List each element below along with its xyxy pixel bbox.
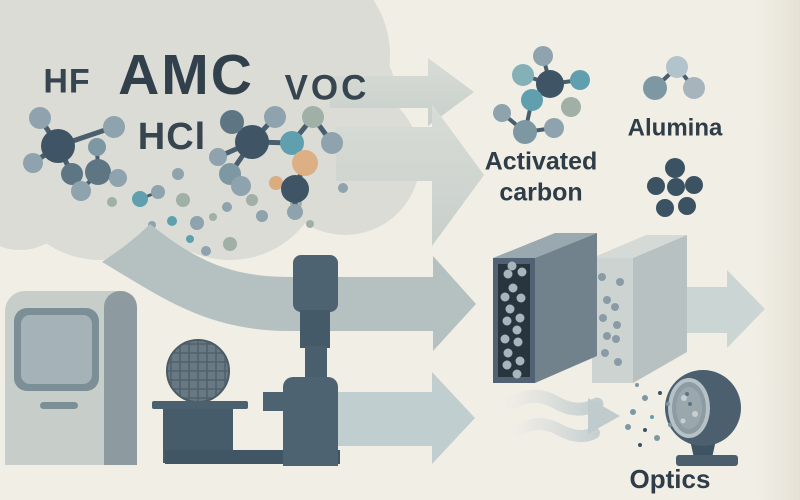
alumina-filter-pore-dots: [598, 273, 624, 366]
alumina-granules: [647, 158, 703, 217]
carbon-filter-pores: [500, 261, 527, 379]
purified-flow: [505, 389, 620, 443]
pedestal-table: [152, 401, 248, 409]
molecule-art: [23, 46, 705, 220]
falling-particles: [107, 168, 348, 270]
alumina-label: Alumina: [627, 114, 723, 142]
optics-lens: [665, 370, 741, 466]
contaminant-arrows: [102, 58, 484, 464]
cloud-label-hcl: HCl: [137, 115, 207, 158]
cloud-label-hf: HF: [43, 62, 91, 101]
carbon-filter-block: [493, 233, 597, 383]
optics-label: Optics: [629, 464, 711, 495]
robot-arm: [263, 392, 289, 411]
lens-base: [676, 455, 738, 466]
cloud-molecule-1: [23, 107, 125, 185]
carbon-filter-pore-dots: [500, 261, 527, 379]
cloud-label-amc: AMC: [118, 43, 254, 108]
arrow-swoosh-head: [433, 256, 476, 351]
cloud-scatter-dots: [107, 168, 348, 270]
cloud-molecule-3: [132, 185, 165, 207]
cloud-label-voc: VOC: [284, 68, 370, 108]
lens-glass: [676, 387, 702, 429]
fab-tool-cabinet: [5, 291, 137, 465]
arrow-top-1: [330, 58, 474, 126]
alumina-filter-pores: [598, 273, 624, 366]
residual-particle-art: [625, 383, 672, 447]
robot-tool: [263, 255, 338, 466]
cloud-molecule-4: [209, 106, 343, 220]
alumina-molecule: [643, 56, 705, 100]
arrow-swoosh: [102, 224, 433, 331]
purified-flow-arrowhead: [588, 398, 620, 434]
arrow-top-2: [336, 104, 484, 246]
cloud-molecule-2: [71, 138, 127, 201]
activated-carbon-molecule: [493, 46, 590, 144]
cabinet-screen: [21, 315, 92, 384]
alumina-filter-block: [592, 235, 687, 383]
arrow-bottom: [336, 372, 475, 464]
lens-speck-art: [680, 392, 698, 424]
activated-carbon-label: Activated carbon: [484, 147, 598, 207]
alumina-granule-cluster: [647, 158, 703, 217]
lens-specks: [680, 392, 698, 424]
cabinet-slot: [40, 402, 78, 409]
optics-particles: [625, 383, 672, 447]
wafer-die-grid: [168, 341, 228, 401]
right-edge-shade: [755, 0, 800, 500]
